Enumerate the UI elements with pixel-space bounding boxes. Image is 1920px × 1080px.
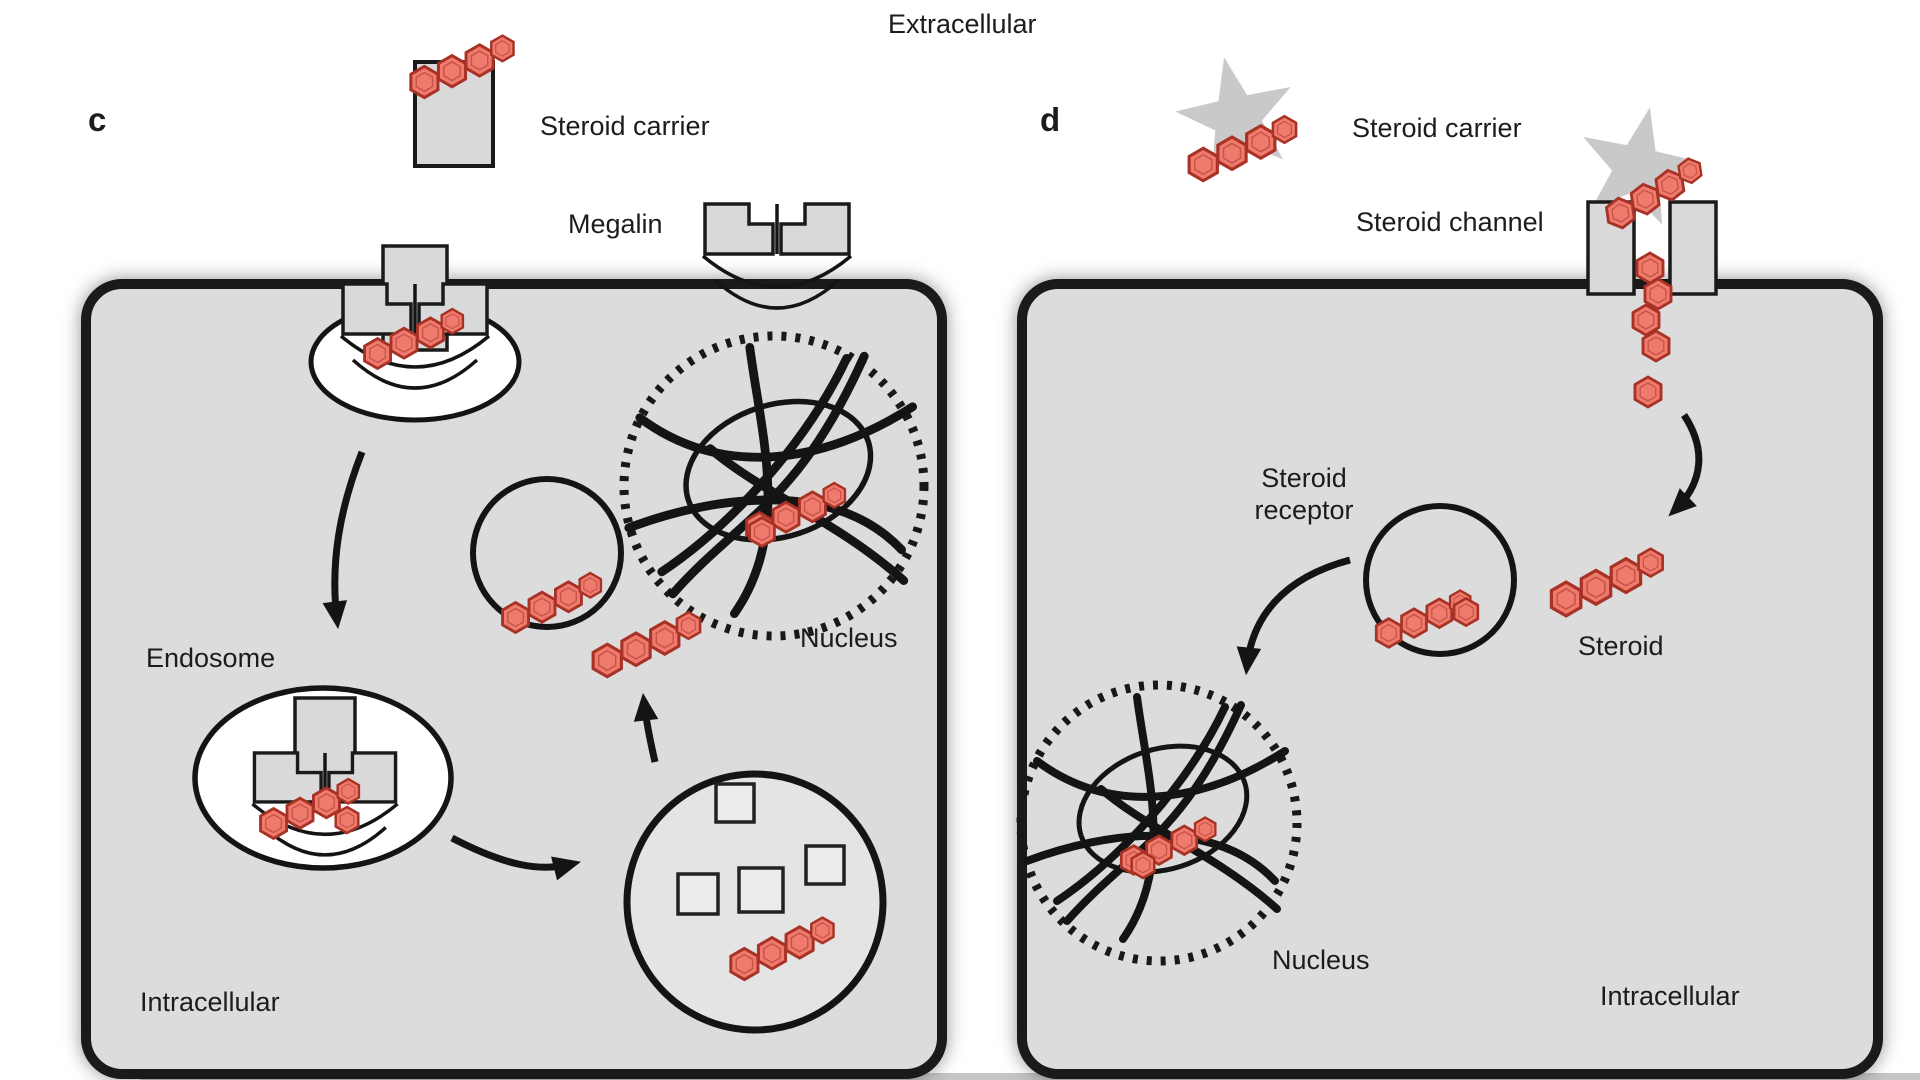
nucleus-c-icon [619,331,929,641]
steroid-carrier-label-c: Steroid carrier [540,111,710,141]
steroid-channel-label: Steroid channel [1356,207,1544,237]
steroid-hexagon-icon [1452,597,1480,627]
nucleus-label-c: Nucleus [800,623,898,653]
arrow-endocytosis [322,450,366,630]
nucleus-label-d: Nucleus [1272,945,1370,975]
arrow-receptor-to-nucleus [1236,556,1351,676]
endosome-icon [192,685,454,871]
steroid-channel-icon [1568,95,1718,409]
steroid-hexagon-icon [1130,850,1156,880]
steroid-carrier-star-icon [1166,45,1306,181]
arrow-endosome-to-vesicle [450,834,581,881]
steroid-hexagon-icon [748,516,776,548]
steroid-carrier-label-d: Steroid carrier [1352,113,1522,143]
steroid-hexagon-icon [1641,329,1671,363]
arrow-steroid-release [633,692,659,763]
steroid-hexagon-icon [334,805,360,835]
megalin-label: Megalin [568,209,663,239]
steroid-hexagon-icon [1633,375,1663,409]
cell-d [1017,279,1883,1079]
panel-d-letter: d [1040,101,1061,138]
steroid-receptor-icon-c [470,476,624,632]
steroid-carrier-icon-c [411,36,514,168]
steroid-hexagon-icon [1643,277,1673,311]
bottom-crop-strip [140,1073,1920,1080]
intracellular-label-c: Intracellular [140,987,280,1017]
megalin-endocytosis-complex [308,244,522,423]
steroid-receptor-icon-d [1363,503,1517,657]
endosome-label: Endosome [146,643,276,673]
steroid-label: Steroid [1578,631,1664,661]
panel-c-letter: c [88,101,107,138]
degradation-vesicle-icon [623,770,887,1034]
nucleus-d-icon [1016,680,1302,966]
extracellular-label: Extracellular [888,9,1037,39]
intracellular-label-d: Intracellular [1600,981,1740,1011]
arrow-steroid-entry [1668,413,1703,517]
steroid-receptor-label: Steroid receptor [1254,463,1354,526]
